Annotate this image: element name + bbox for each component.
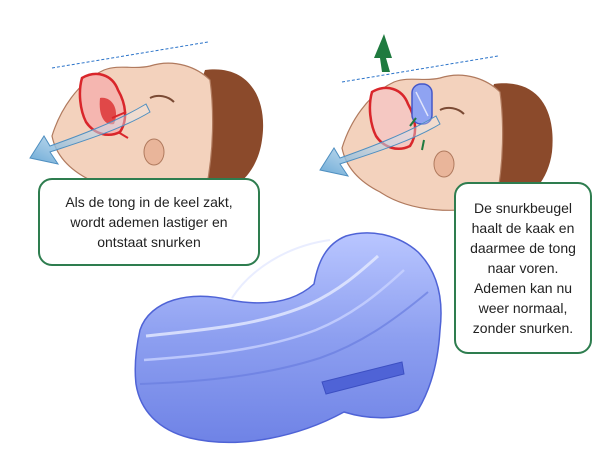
airway-arrow-icon <box>29 103 151 165</box>
callout-solution-explanation: De snurkbeugel haalt de kaak en daarmee … <box>454 182 592 354</box>
eye-right <box>439 106 465 115</box>
jaw-forward-arrow-icon <box>374 34 392 72</box>
tongue-forward-arrows <box>409 117 425 151</box>
callout-right-line: weer normaal, <box>478 300 568 316</box>
eye-left <box>149 94 175 103</box>
face-level-line-left <box>51 41 209 69</box>
callout-right-line: De snurkbeugel <box>473 200 573 216</box>
callout-snoring-explanation: Als de tong in de keel zakt, wordt ademe… <box>38 178 260 266</box>
mouthguard-illustration <box>134 232 442 444</box>
callout-left-line: Als de tong in de keel zakt, <box>65 194 233 210</box>
hair-right <box>487 83 553 208</box>
obstruction-arrow-left-2 <box>117 131 129 139</box>
callout-right-line: haalt de kaak en <box>471 220 575 236</box>
callout-right-line: Ademen kan nu <box>473 280 573 296</box>
mouthguard-air-slot <box>321 361 405 395</box>
head-left-snoring <box>29 41 264 199</box>
callout-right-line: naar voren. <box>487 260 559 276</box>
obstruction-arrow-left <box>111 111 127 119</box>
ear-right <box>433 150 455 178</box>
mouthguard-body <box>134 232 442 444</box>
callout-right-line: zonder snurken. <box>472 320 574 336</box>
callout-left-line: wordt ademen lastiger en <box>70 214 228 230</box>
hair-left <box>197 69 264 196</box>
ear-left <box>143 138 165 166</box>
face-level-line-right <box>341 55 499 83</box>
head-right-with-guard <box>319 34 553 211</box>
callout-left-line: ontstaat snurken <box>97 234 201 250</box>
callout-right-line: daarmee de tong <box>470 240 576 256</box>
airway-arrow-icon-right <box>319 115 441 177</box>
